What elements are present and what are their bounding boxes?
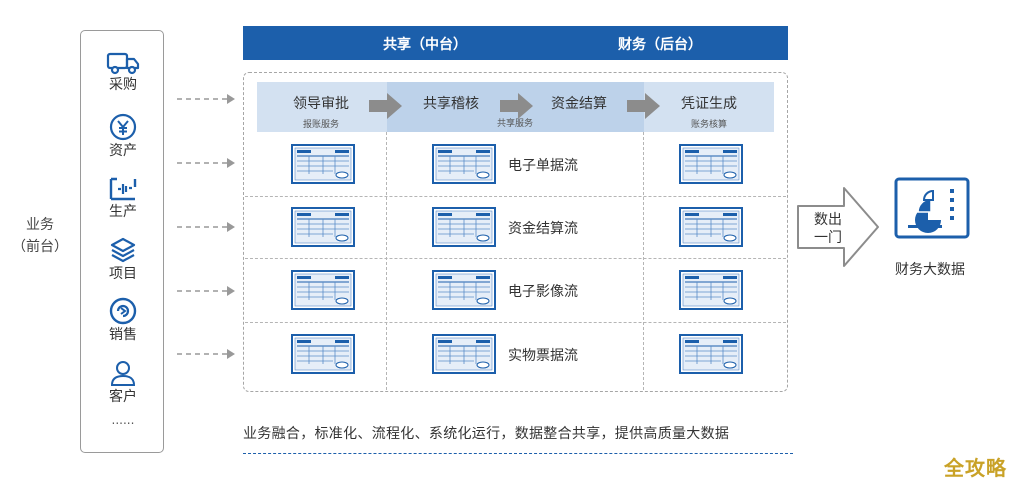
document-form-icon <box>291 334 355 374</box>
document-form-icon <box>432 270 496 310</box>
business-modules-panel: 采购 资产 生产 项目 销售 <box>80 30 164 453</box>
document-form-icon <box>291 144 355 184</box>
step-subtitle: 报账服务 <box>302 120 339 130</box>
layers-icon <box>110 237 136 263</box>
module-production: 生产 <box>81 176 165 221</box>
modules-more: ...... <box>111 413 135 427</box>
flow-label-fund-settlement: 资金结算流 <box>508 221 578 237</box>
flow-label-electronic-images: 电子影像流 <box>508 284 578 300</box>
finance-big-data-icon <box>894 177 970 239</box>
step-shared-service-label: 共享服务 <box>470 116 560 129</box>
process-container <box>243 72 788 392</box>
module-label: 资产 <box>109 143 137 159</box>
output-arrow-text: 数出 一门 <box>808 211 848 247</box>
document-form-icon <box>679 144 743 184</box>
dashed-arrow <box>177 94 235 104</box>
dashed-arrow <box>177 349 235 359</box>
step-title: 领导审批 <box>293 96 349 112</box>
finance-big-data-label: 财务大数据 <box>895 262 965 278</box>
step-title: 共享稽核 <box>423 96 479 112</box>
header-shared-middle: 共享（中台） <box>383 37 467 53</box>
production-icon <box>109 177 137 201</box>
step-title: 资金结算 <box>551 96 607 112</box>
summary-text: 业务融合，标准化、流程化、系统化运行，数据整合共享，提供高质量大数据 <box>243 426 730 442</box>
module-project: 项目 <box>81 236 165 283</box>
module-label: 项目 <box>109 266 137 282</box>
output-arrow-line2: 一门 <box>814 230 842 246</box>
module-label: 销售 <box>109 327 137 343</box>
document-form-icon <box>432 144 496 184</box>
watermark-text: 全攻略 <box>944 456 1007 480</box>
step-voucher-generation: 凭证生成 账务核算 <box>650 93 768 130</box>
row-divider <box>245 258 786 259</box>
step-fund-settlement: 资金结算 <box>520 93 638 113</box>
module-label: 客户 <box>109 389 137 405</box>
layer-header-bar: 共享（中台） 财务（后台） <box>243 26 788 60</box>
process-arrow <box>627 93 660 119</box>
step-subtitle: 共享服务 <box>496 119 533 129</box>
module-procurement: 采购 <box>81 51 165 94</box>
dashed-arrow <box>177 158 235 168</box>
module-label: 生产 <box>109 204 137 220</box>
module-customer: 客户 <box>81 359 165 406</box>
flow-label-physical-receipts: 实物票据流 <box>508 348 578 364</box>
process-arrow <box>500 93 533 119</box>
dashed-arrow <box>177 286 235 296</box>
step-shared-audit: 共享稽核 <box>392 93 510 113</box>
document-form-icon <box>432 207 496 247</box>
step-title: 凭证生成 <box>681 96 737 112</box>
column-divider <box>643 132 644 390</box>
output-arrow-icon <box>797 187 879 267</box>
header-finance-back: 财务（后台） <box>618 37 702 53</box>
truck-icon <box>106 52 140 75</box>
document-form-icon <box>679 334 743 374</box>
document-form-icon <box>291 207 355 247</box>
module-assets: 资产 <box>81 113 165 160</box>
yen-coin-icon <box>109 113 137 141</box>
column-divider <box>386 132 387 390</box>
business-label-line2: （前台） <box>12 239 68 255</box>
document-form-icon <box>291 270 355 310</box>
document-form-icon <box>679 207 743 247</box>
dashed-arrow <box>177 222 235 232</box>
step-leader-approval: 领导审批 报账服务 <box>262 93 380 130</box>
user-icon <box>110 361 136 386</box>
document-form-icon <box>679 270 743 310</box>
output-arrow-line1: 数出 <box>814 212 842 228</box>
sales-icon <box>109 297 137 325</box>
process-arrow <box>369 93 402 119</box>
row-divider <box>245 196 786 197</box>
summary-underline <box>243 453 793 454</box>
module-label: 采购 <box>109 77 137 93</box>
module-sales: 销售 <box>81 297 165 344</box>
row-divider <box>245 322 786 323</box>
step-subtitle: 账务核算 <box>690 120 727 130</box>
business-label-line1: 业务 <box>26 217 54 233</box>
document-form-icon <box>432 334 496 374</box>
business-frontend-label: 业务 （前台） <box>10 214 70 258</box>
flow-label-electronic-documents: 电子单据流 <box>508 158 578 174</box>
